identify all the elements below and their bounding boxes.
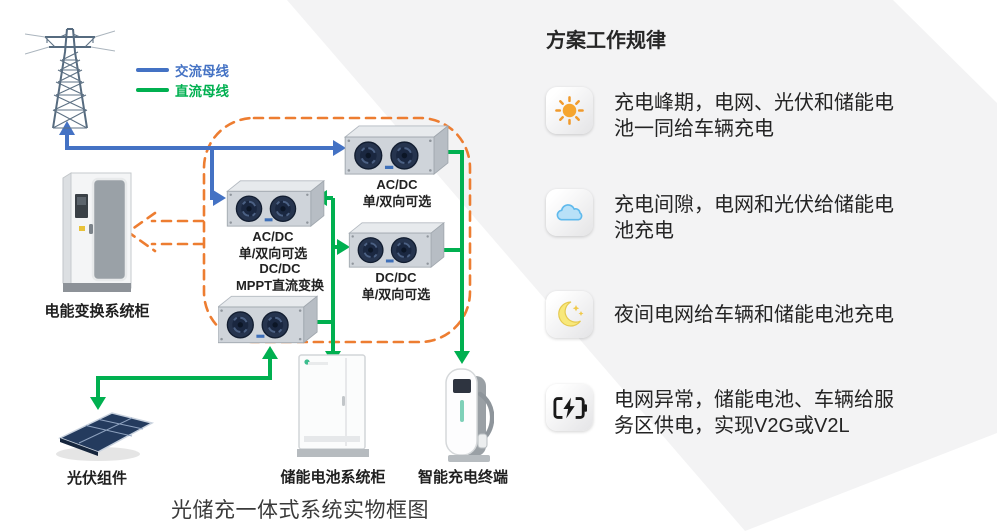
mppt-module-label: DC/DC MPPT直流变换 [215, 261, 345, 294]
rule-item-outage: 电网异常，储能电池、车辆给服务区供电，实现V2G或V2L [546, 384, 976, 439]
rule-item-night: 夜间电网给车辆和储能电池充电 [546, 291, 976, 338]
moon-icon [557, 300, 583, 327]
module-line1: AC/DC [252, 229, 294, 244]
module-line2: 单/双向可选 [361, 286, 431, 302]
charging-terminal-label: 智能充电终端 [418, 469, 509, 486]
dcdc-module-right-image [348, 222, 446, 268]
rule-text: 夜间电网给车辆和储能电池充电 [614, 304, 894, 326]
module-line1: DC/DC [375, 270, 417, 285]
diagram-caption: 光储充一体式系统实物框图 [171, 499, 429, 522]
pv-panel-image [56, 412, 155, 461]
panel-title: 方案工作规律 [546, 30, 666, 52]
dcdc-module-right-label: DC/DC 单/双向可选 [331, 270, 461, 303]
module-line2: 单/双向可选 [238, 245, 308, 261]
pcs-cabinet-image [62, 172, 132, 292]
battery-cabinet-image [297, 354, 369, 457]
ac-legend-label: 交流母线 [175, 64, 229, 79]
module-line1: DC/DC [259, 261, 301, 276]
acdc-module-left-label: AC/DC 单/双向可选 [208, 229, 338, 262]
charging-terminal-image [445, 368, 494, 462]
cloud-icon-tile [546, 189, 593, 236]
converter-group-dashed-box [202, 116, 472, 344]
sun-icon-tile [546, 87, 593, 134]
acdc-module-top-label: AC/DC 单/双向可选 [332, 177, 462, 210]
mppt-module-image [218, 294, 318, 345]
grid-tower-image [25, 28, 115, 129]
sun-icon [555, 96, 584, 125]
battery-charge-icon [552, 396, 587, 419]
pcs-cabinet-label: 电能变换系统柜 [44, 303, 150, 320]
module-line1: AC/DC [376, 177, 418, 192]
rule-item-gap: 充电间隙，电网和光伏给储能电池充电 [546, 189, 976, 244]
acdc-module-top-image [344, 125, 450, 175]
rule-text: 电网异常，储能电池、车辆给服务区供电，实现V2G或V2L [614, 389, 894, 437]
dashed-arrow-to-cabinet [125, 211, 205, 253]
dc-line-swatch [136, 88, 169, 92]
moon-icon-tile [546, 291, 593, 338]
dc-legend-label: 直流母线 [175, 84, 229, 99]
legend-dc: 直流母线 [136, 80, 229, 100]
pv-label: 光伏组件 [66, 470, 127, 487]
battery-charge-icon-tile [546, 384, 593, 431]
rule-item-peak: 充电峰期，电网、光伏和储能电池一同给车辆充电 [546, 87, 976, 142]
ac-line-swatch [136, 68, 169, 72]
module-line2: 单/双向可选 [362, 193, 432, 209]
legend-ac: 交流母线 [136, 60, 229, 80]
acdc-module-left-image [226, 180, 326, 227]
cloud-icon [556, 204, 583, 221]
rule-text: 充电峰期，电网、光伏和储能电池一同给车辆充电 [614, 92, 894, 140]
module-line2: MPPT直流变换 [235, 277, 325, 293]
rule-text: 充电间隙，电网和光伏给储能电池充电 [614, 194, 894, 242]
battery-cabinet-label: 储能电池系统柜 [280, 469, 386, 486]
